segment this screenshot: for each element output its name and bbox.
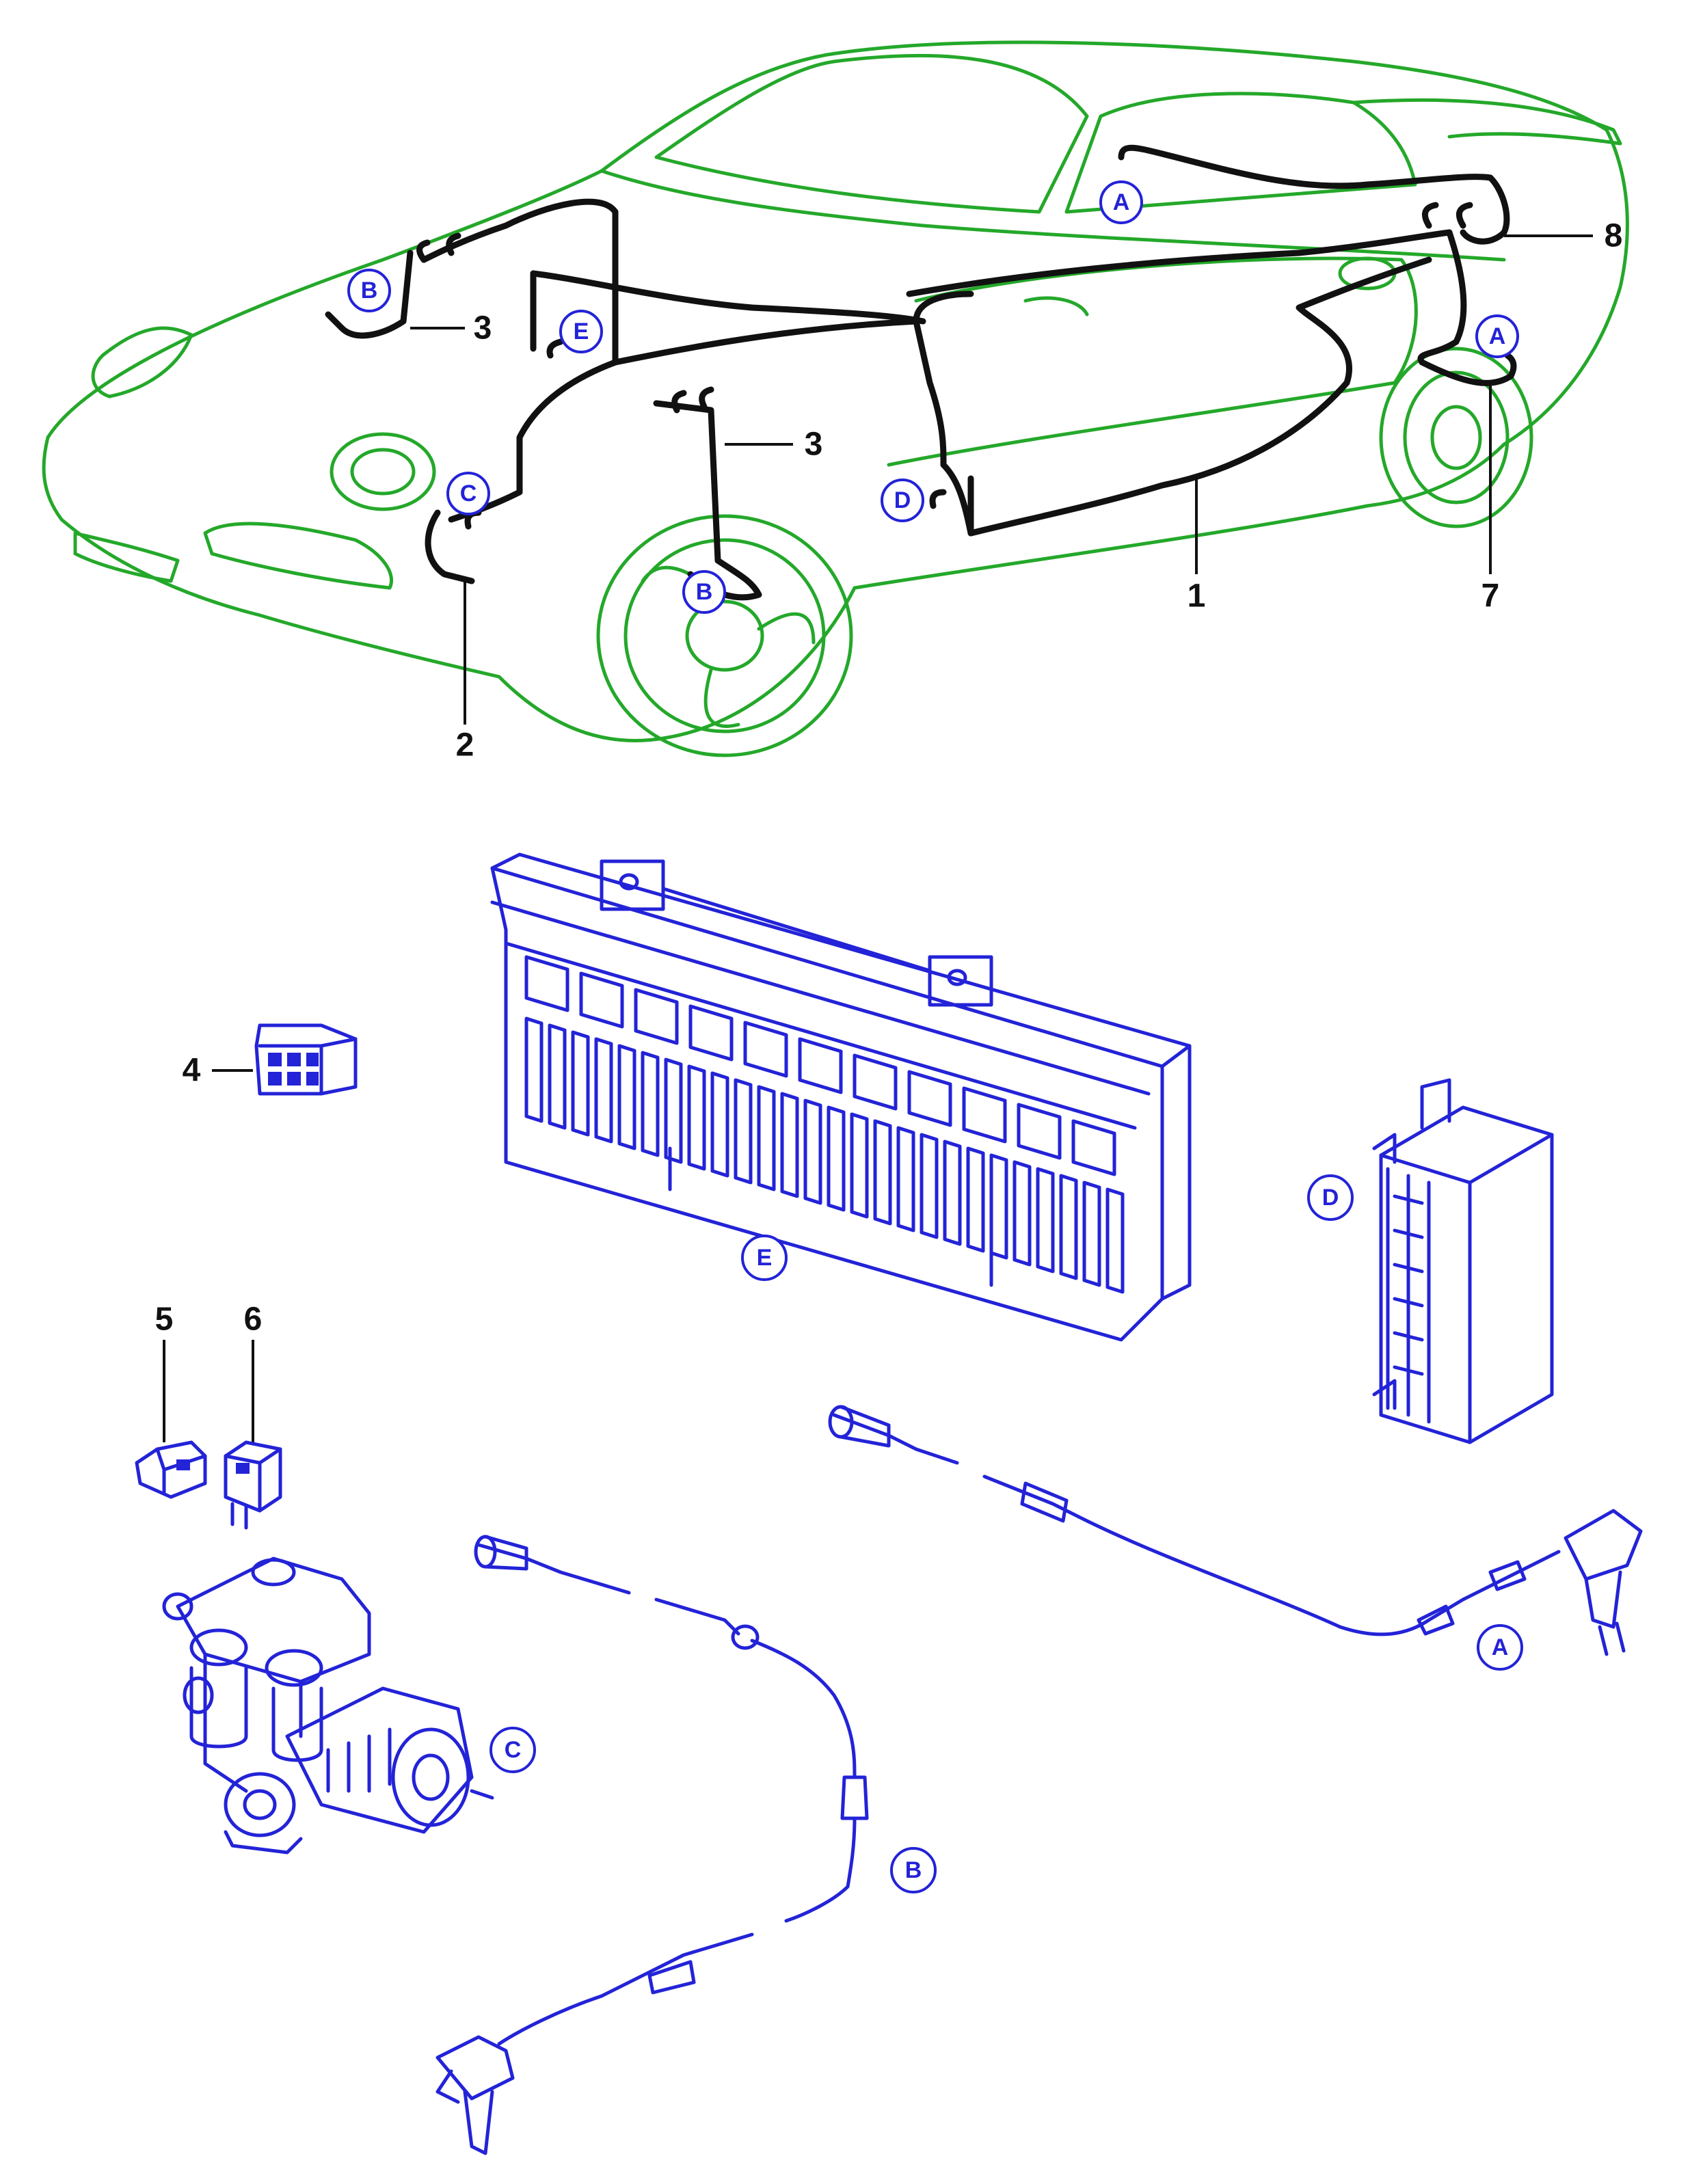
car-callouts: B E C B D A A — [347, 180, 1519, 614]
relay-slot — [1071, 1119, 1116, 1176]
fuse-slot — [966, 1146, 985, 1253]
relay-slot — [798, 1037, 843, 1094]
fuse-slot — [594, 1037, 613, 1144]
fuse-slot — [524, 1016, 544, 1123]
callout-e-panel: E — [741, 1235, 788, 1281]
fuse-slot — [664, 1057, 683, 1164]
car-outline — [42, 40, 1629, 757]
fuse-slot — [548, 1023, 567, 1130]
fuse-slot — [896, 1126, 915, 1232]
svg-text:C: C — [505, 1737, 522, 1763]
fuse-slot — [827, 1105, 846, 1212]
fuse-slot — [873, 1119, 892, 1226]
svg-text:A: A — [1489, 323, 1506, 349]
item-number-leaders — [163, 234, 1593, 1442]
callout-c-hydraulic-unit: C — [489, 1727, 536, 1773]
item-number-4: 4 — [183, 1053, 201, 1089]
relay-slot — [853, 1053, 898, 1111]
callout-a-rear: A — [1475, 314, 1519, 358]
abs-control-unit — [1372, 1078, 1554, 1444]
fuse-slot — [710, 1071, 729, 1178]
hydraulic-unit — [162, 1556, 494, 1855]
relay-slot — [1017, 1103, 1062, 1160]
relay-slot — [743, 1021, 788, 1078]
relay-slot — [524, 955, 569, 1012]
callout-b-front: B — [347, 269, 391, 312]
item-number-2: 2 — [456, 727, 474, 764]
svg-text:B: B — [696, 579, 713, 605]
relay-slot — [962, 1086, 1007, 1144]
rear-speed-sensor — [828, 1405, 1643, 1656]
callout-e-engine: E — [559, 310, 603, 353]
fuse-slot — [1105, 1187, 1125, 1294]
fuse-slot — [757, 1085, 776, 1191]
callout-c-front: C — [446, 472, 490, 515]
fuse-relay-panel — [490, 852, 1192, 1342]
callout-b-front-sensor: B — [890, 1847, 937, 1893]
item-number-3-front: 3 — [474, 310, 492, 347]
item-number-1: 1 — [1188, 578, 1206, 615]
svg-text:B: B — [361, 278, 378, 304]
fuse-slot — [734, 1078, 753, 1185]
relay-6 — [224, 1440, 282, 1530]
svg-text:E: E — [574, 319, 589, 345]
svg-text:B: B — [905, 1857, 922, 1883]
item-number-5: 5 — [155, 1302, 174, 1338]
callout-a-rear-sensor: A — [1477, 1624, 1523, 1671]
fuse-slot — [641, 1051, 660, 1157]
callout-a-roof: A — [1099, 180, 1143, 224]
fuse-slot — [780, 1092, 799, 1198]
fuse-slot — [920, 1133, 939, 1239]
svg-text:A: A — [1113, 189, 1130, 215]
callout-b-wheel: B — [682, 570, 726, 614]
fuse-slot — [850, 1112, 869, 1219]
item-number-6: 6 — [244, 1302, 263, 1338]
multi-pin-connector — [254, 1023, 358, 1096]
item-number-7: 7 — [1481, 578, 1500, 615]
wiring-harness — [325, 144, 1517, 601]
fuse-slot — [1012, 1160, 1032, 1267]
svg-text:E: E — [757, 1245, 773, 1271]
relay-slot — [907, 1070, 952, 1127]
item-number-8: 8 — [1605, 218, 1623, 254]
callout-d-control-unit: D — [1307, 1174, 1354, 1221]
fuse-slot — [617, 1044, 636, 1150]
svg-text:A: A — [1492, 1634, 1509, 1660]
svg-text:C: C — [460, 481, 477, 507]
fuse-slot — [1082, 1181, 1101, 1287]
fuse-slot — [1036, 1167, 1055, 1273]
callout-d-door: D — [881, 478, 924, 522]
relay-5 — [135, 1440, 207, 1499]
fuse-slot — [1059, 1174, 1078, 1280]
relay-slot — [579, 971, 624, 1029]
fuse-slot — [687, 1064, 706, 1171]
item-numbers: 3 3 2 1 7 8 4 5 6 — [155, 218, 1623, 1338]
fuse-slot — [803, 1098, 822, 1205]
fuse-slot — [943, 1140, 962, 1246]
svg-text:D: D — [1322, 1185, 1339, 1211]
relay-slot — [634, 988, 679, 1045]
relay-slot — [688, 1004, 734, 1062]
fuse-slot — [571, 1030, 590, 1137]
fuse-slot — [989, 1153, 1008, 1260]
front-speed-sensor — [435, 1535, 869, 2155]
fuse-relay-grid — [524, 955, 1125, 1294]
svg-text:D: D — [894, 487, 911, 513]
item-number-3-wheel: 3 — [805, 427, 823, 463]
